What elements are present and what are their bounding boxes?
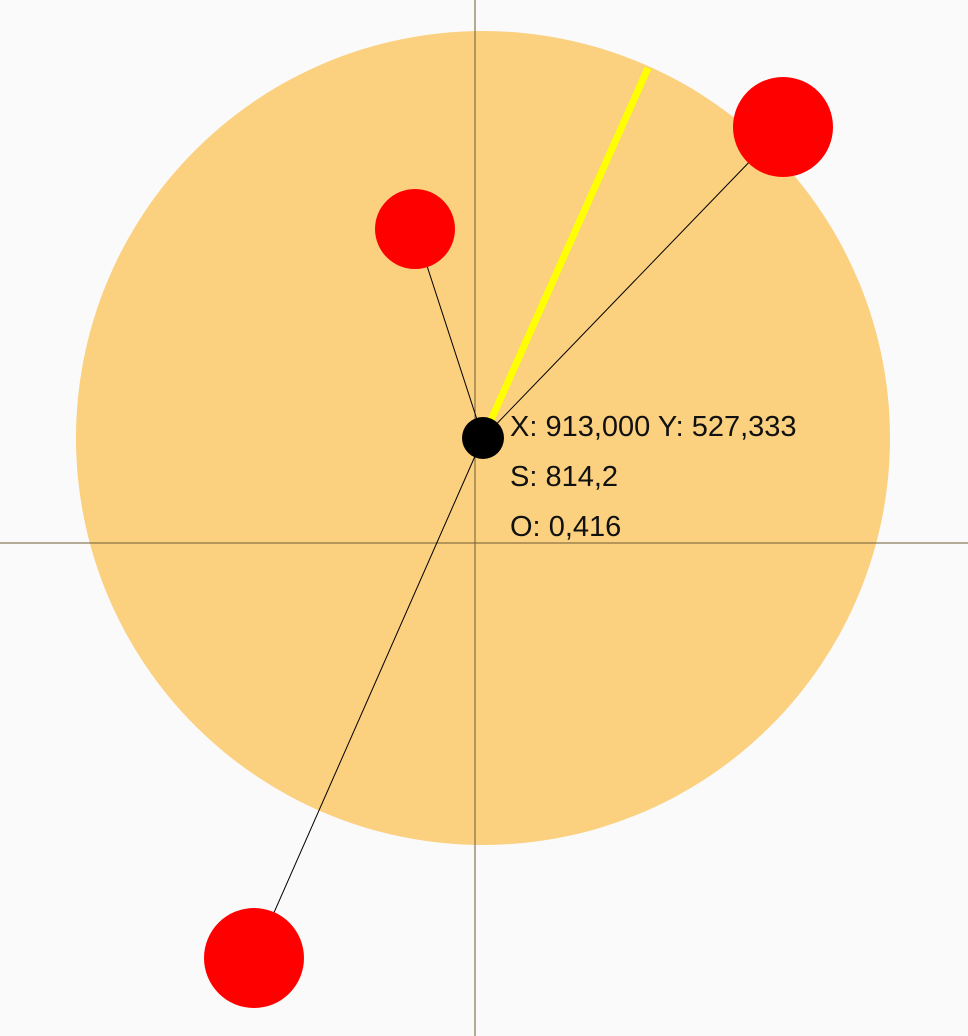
size-readout: S: 814,2 [510,463,618,492]
connector-line-bottom-left [253,437,484,959]
direction-indicator [479,66,652,440]
y-value: 527,333 [691,411,797,443]
touch-point-top-right[interactable] [733,77,833,177]
s-value: 814,2 [545,461,619,493]
position-readout: X: 913,000 Y: 527,333 [510,413,797,442]
touch-point-bottom-left[interactable] [204,908,304,1008]
orientation-readout: O: 0,416 [510,513,621,542]
touch-point-top-left[interactable] [375,189,455,269]
o-value: 0,416 [548,511,622,543]
x-value: 913,000 [545,411,651,443]
x-label: X: [510,411,538,443]
s-label: S: [510,461,538,493]
y-label: Y: [657,411,684,443]
connector-line-top-right [482,126,784,439]
o-label: O: [510,511,541,543]
center-point[interactable] [462,417,504,459]
